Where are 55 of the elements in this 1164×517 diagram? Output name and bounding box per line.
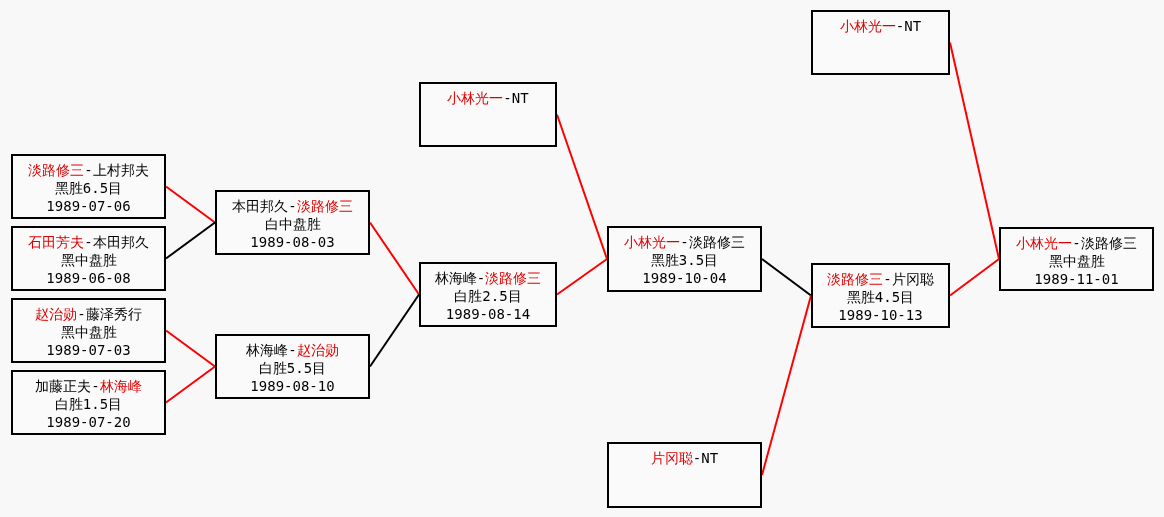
pairing-text: 林海峰-淡路修三: [434, 269, 542, 287]
date-text: 1989-11-01: [1034, 270, 1119, 288]
match-box: [607, 442, 762, 508]
date-text: 1989-07-06: [46, 197, 131, 215]
date-text: 1989-08-10: [250, 377, 335, 395]
date-text: 1989-07-20: [46, 413, 131, 431]
match-box: [11, 226, 166, 291]
connector-line: [165, 329, 216, 368]
date-text: 1989-10-13: [838, 306, 923, 324]
pairing-text: 小林光一-淡路修三: [624, 233, 745, 251]
result-text: 黑胜4.5目: [846, 288, 915, 306]
pairing-text: 小林光一-NT: [839, 17, 922, 35]
match-box: [999, 227, 1154, 291]
pairing-text: 石田芳夫-本田邦久: [28, 233, 149, 251]
connector-line: [761, 258, 812, 297]
connector-line: [369, 293, 420, 368]
connector-line: [165, 221, 216, 260]
pairing-text: 本田邦久-淡路修三: [232, 197, 353, 215]
match-box: [607, 226, 762, 292]
connector-line: [165, 365, 216, 404]
match-box: [215, 334, 370, 399]
result-text: 白胜5.5目: [258, 359, 327, 377]
date-text: 1989-10-04: [642, 269, 727, 287]
match-box: [419, 262, 557, 327]
result-text: 黑中盘胜: [1048, 252, 1105, 270]
result-text: 白胜1.5目: [54, 395, 123, 413]
date-text: 1989-06-08: [46, 269, 131, 287]
result-text: 白胜2.5目: [454, 287, 522, 305]
pairing-text: 小林光一-淡路修三: [1016, 234, 1137, 252]
pairing-text: 小林光一-NT: [447, 89, 529, 107]
date-text: 1989-07-03: [46, 341, 131, 359]
pairing-text: 赵治勋-藤泽秀行: [35, 305, 142, 323]
match-box: [419, 82, 557, 147]
pairing-text: 林海峰-赵治勋: [246, 341, 339, 359]
pairing-text: 加藤正夫-林海峰: [35, 377, 142, 395]
match-box: [811, 10, 950, 75]
match-box: [811, 263, 950, 328]
result-text: 黑中盘胜: [60, 323, 117, 341]
connector-line: [369, 221, 420, 296]
match-box: [11, 370, 166, 435]
pairing-text: 片冈聪-NT: [650, 449, 719, 467]
result-text: 黑胜6.5目: [54, 179, 123, 197]
pairing-text: 淡路修三-上村邦夫: [28, 161, 149, 179]
connector-line: [949, 258, 1000, 297]
match-box: [11, 298, 166, 363]
date-text: 1989-08-03: [250, 233, 335, 251]
date-text: 1989-08-14: [445, 305, 531, 323]
connector-line: [556, 258, 608, 296]
pairing-text: 淡路修三-片冈聪: [827, 270, 934, 288]
connector-line: [165, 185, 216, 224]
match-box: [11, 154, 166, 219]
result-text: 黑胜3.5目: [650, 251, 719, 269]
result-text: 白中盘胜: [264, 215, 321, 233]
result-text: 黑中盘胜: [60, 251, 117, 269]
match-box: [215, 190, 370, 255]
